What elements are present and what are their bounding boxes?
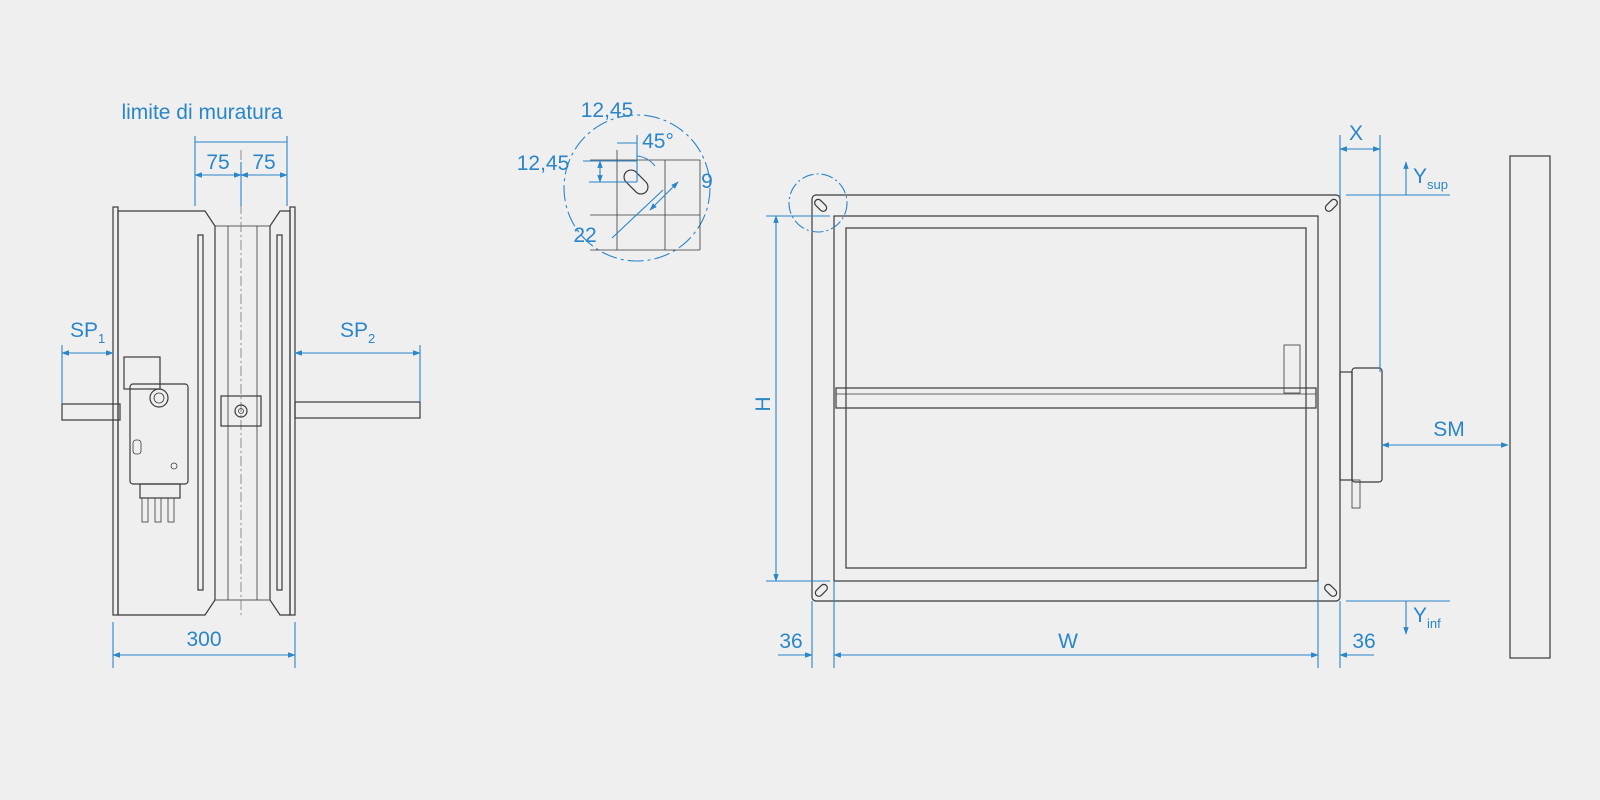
left-slot-strip	[197, 234, 204, 591]
left-casing	[117, 210, 216, 616]
lever-bracket	[1283, 344, 1301, 394]
corner-hole-icon	[814, 198, 828, 212]
bearing-icon	[234, 404, 248, 418]
right-shaft	[294, 401, 421, 419]
front-view: X Ysup Yinf H W 36 36 SM	[752, 122, 1551, 668]
wall-limit-label: limite di muratura	[121, 101, 282, 124]
hole-detail: 12,45 12,45 45° 9 22	[517, 99, 713, 262]
y-inf-label: Yinf	[1413, 604, 1441, 631]
corner-hole-icon	[814, 583, 828, 597]
sp1-label: SP1	[70, 319, 105, 346]
corner-hole-icon	[1324, 198, 1338, 212]
dim-right-75: 75	[252, 151, 275, 174]
detail-reference-circle	[788, 173, 848, 233]
detail-dim-diag: 22	[573, 224, 596, 247]
dim-left-36: 36	[779, 630, 802, 653]
left-flange	[112, 206, 119, 616]
right-casing	[269, 210, 291, 616]
right-slot-strip	[276, 234, 283, 591]
actuator	[123, 356, 189, 523]
slot-hole-icon	[623, 169, 649, 195]
opening	[845, 227, 1307, 569]
y-sup-label: Ysup	[1413, 165, 1448, 192]
right-flange	[289, 206, 296, 616]
wall-hatch	[1509, 155, 1551, 659]
damper-blade	[835, 387, 1317, 409]
dim-w: W	[1058, 630, 1078, 653]
corner-hole-icon	[1324, 583, 1338, 597]
dim-x: X	[1349, 122, 1363, 145]
inner-channel	[214, 225, 271, 601]
detail-dim-left: 12,45	[517, 152, 570, 175]
front-actuator	[1339, 367, 1383, 509]
sp2-label: SP2	[340, 319, 375, 346]
actuator-knob-icon	[149, 388, 169, 408]
left-shaft	[61, 403, 121, 421]
detail-circle	[563, 114, 711, 262]
detail-dim-angle: 45°	[642, 130, 674, 153]
dim-sm: SM	[1433, 418, 1465, 441]
dim-left-75: 75	[206, 151, 229, 174]
frame-inner-border	[833, 215, 1319, 582]
detail-dim-slot: 9	[701, 170, 713, 193]
side-view: limite di muratura 75 75 SP1 SP2 300	[61, 101, 421, 668]
detail-dim-top: 12,45	[581, 99, 634, 122]
outer-frame	[811, 194, 1341, 602]
bearing-plate	[220, 395, 262, 427]
dim-h: H	[752, 396, 775, 411]
dim-right-36: 36	[1352, 630, 1375, 653]
dim-depth-300: 300	[186, 628, 221, 651]
